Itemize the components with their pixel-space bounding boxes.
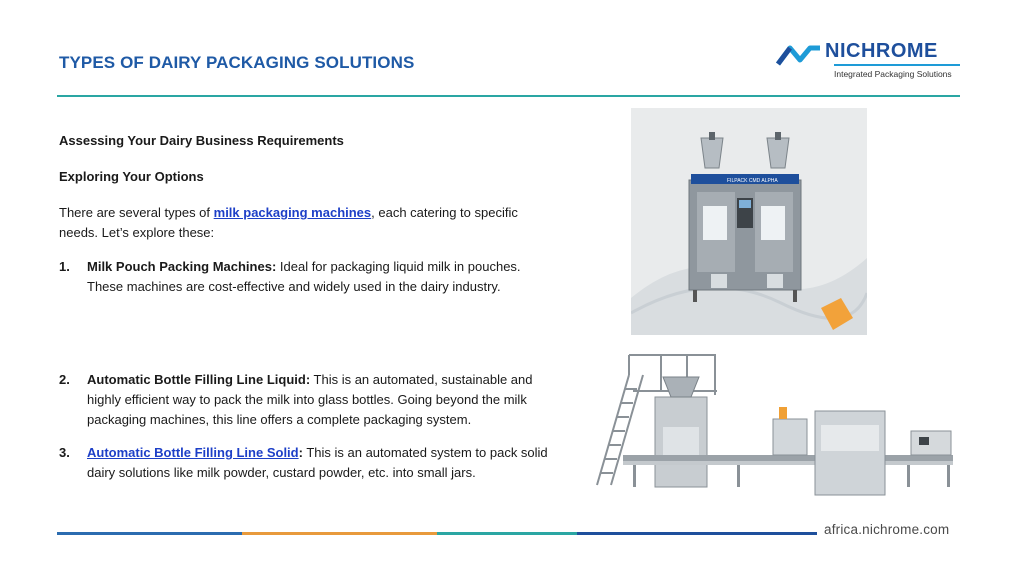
list-item: 2. Automatic Bottle Filling Line Liquid:… <box>59 370 559 430</box>
bottle-filling-line-image <box>577 335 971 512</box>
nichrome-logo: NICHROME Integrated Packaging Solutions <box>776 40 966 84</box>
item-title: Automatic Bottle Filling Line Liquid: <box>87 372 311 387</box>
bottle-filling-solid-link[interactable]: Automatic Bottle Filling Line Solid <box>87 445 299 460</box>
nichrome-mark-icon <box>776 45 820 66</box>
intro-text-before: There are several types of <box>59 205 214 220</box>
logo-wordmark: NICHROME <box>825 40 938 62</box>
logo-tagline: Integrated Packaging Solutions <box>834 69 952 79</box>
list-item: 3. Automatic Bottle Filling Line Solid: … <box>59 443 559 483</box>
machine-label: FILPACK CMD ALPHA <box>727 178 778 184</box>
page-title: TYPES OF DAIRY PACKAGING SOLUTIONS <box>59 53 415 72</box>
header-divider <box>57 95 960 97</box>
list-number: 1. <box>59 259 70 274</box>
list-item: 1. Milk Pouch Packing Machines: Ideal fo… <box>59 257 559 297</box>
logo-divider <box>834 64 960 66</box>
item-colon: : <box>298 445 303 460</box>
item-text: This is an automated system to pack soli… <box>87 445 548 480</box>
item-title: Milk Pouch Packing Machines: <box>87 259 277 274</box>
heading-assessing: Assessing Your Dairy Business Requiremen… <box>59 133 344 148</box>
footer-url: africa.nichrome.com <box>824 522 950 537</box>
list-number: 3. <box>59 445 70 460</box>
milk-packaging-machines-link[interactable]: milk packaging machines <box>213 205 372 220</box>
item-text: This is an automated, sustainable and hi… <box>87 372 533 427</box>
pouch-packing-machine-image: FILPACK CMD ALPHA <box>631 108 867 336</box>
intro-paragraph: There are several types of milk packagin… <box>59 203 559 243</box>
footer-divider <box>57 532 817 535</box>
heading-exploring: Exploring Your Options <box>59 169 204 184</box>
list-number: 2. <box>59 372 70 387</box>
item-text: Ideal for packaging liquid milk in pouch… <box>87 259 521 294</box>
intro-text-after: , each catering to specific needs. Let’s… <box>59 205 518 240</box>
